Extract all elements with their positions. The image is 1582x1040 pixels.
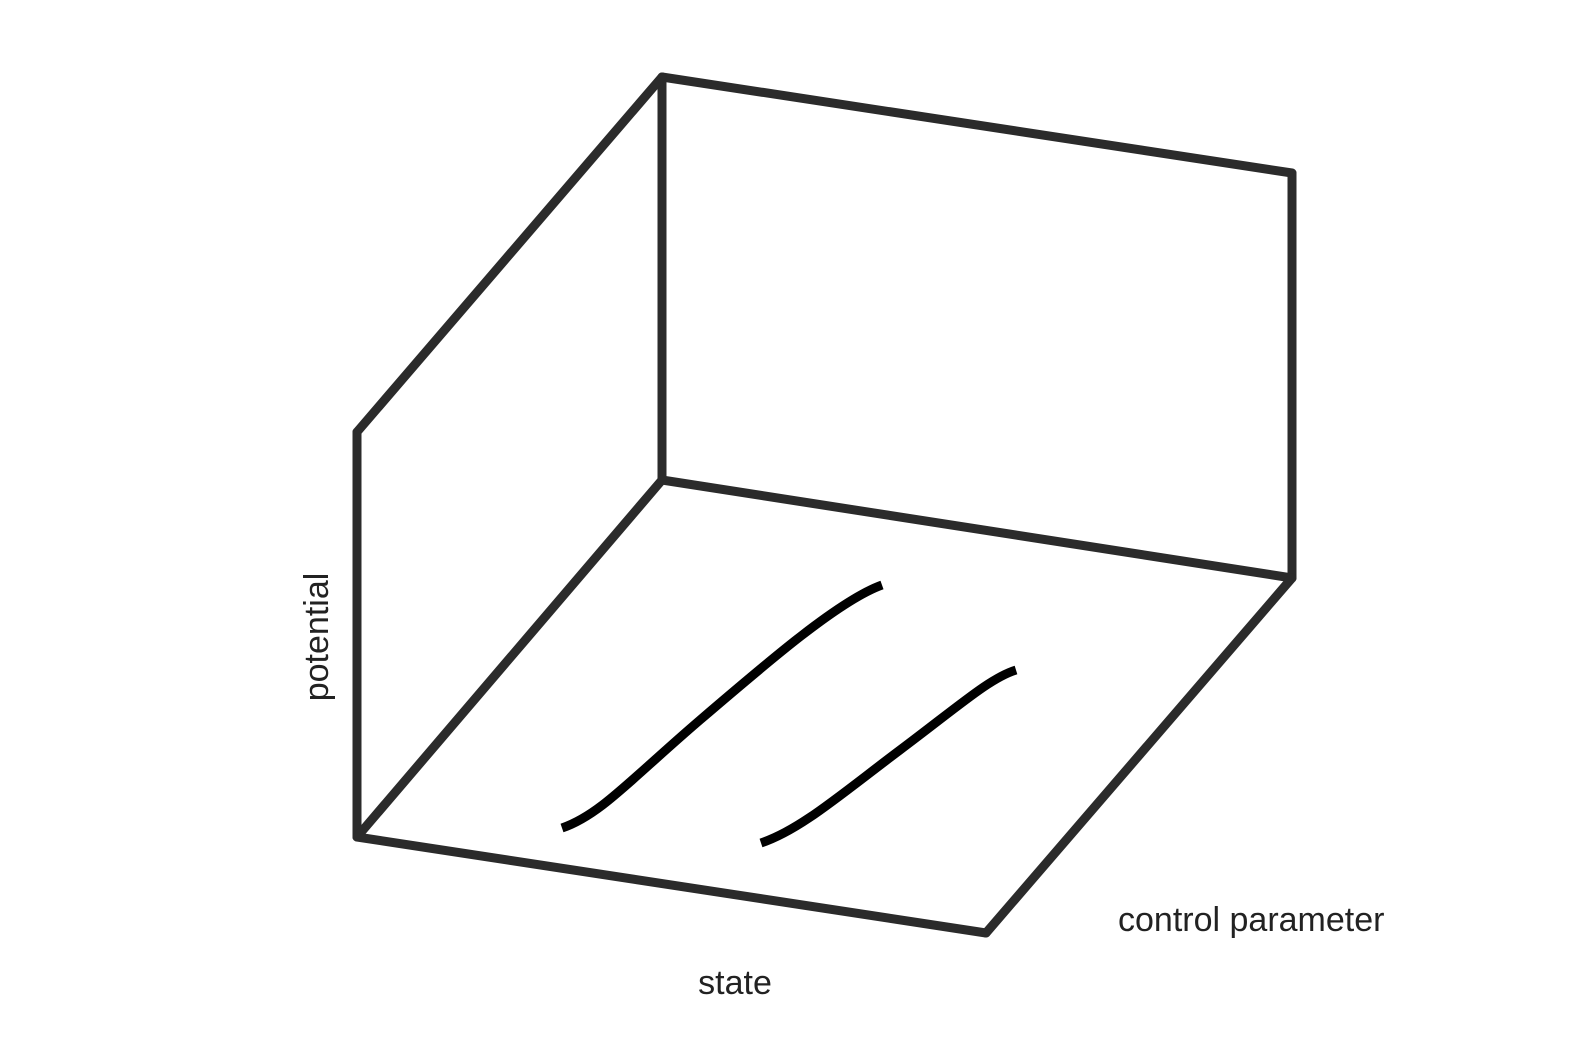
curves bbox=[560, 580, 1018, 848]
label-control-parameter: control parameter bbox=[1118, 901, 1384, 939]
label-state: state bbox=[698, 964, 772, 1002]
edge-left-floor bbox=[352, 475, 667, 842]
label-potential: potential bbox=[298, 573, 336, 702]
curve-1 bbox=[560, 580, 884, 833]
edge-right-floor bbox=[981, 573, 1297, 938]
curve-2 bbox=[759, 665, 1018, 848]
edge-back-floor bbox=[657, 475, 1297, 583]
edge-front-floor bbox=[352, 832, 991, 938]
box-frame bbox=[352, 72, 1297, 938]
edge-left-top bbox=[352, 72, 667, 437]
edge-back-top bbox=[657, 72, 1297, 178]
